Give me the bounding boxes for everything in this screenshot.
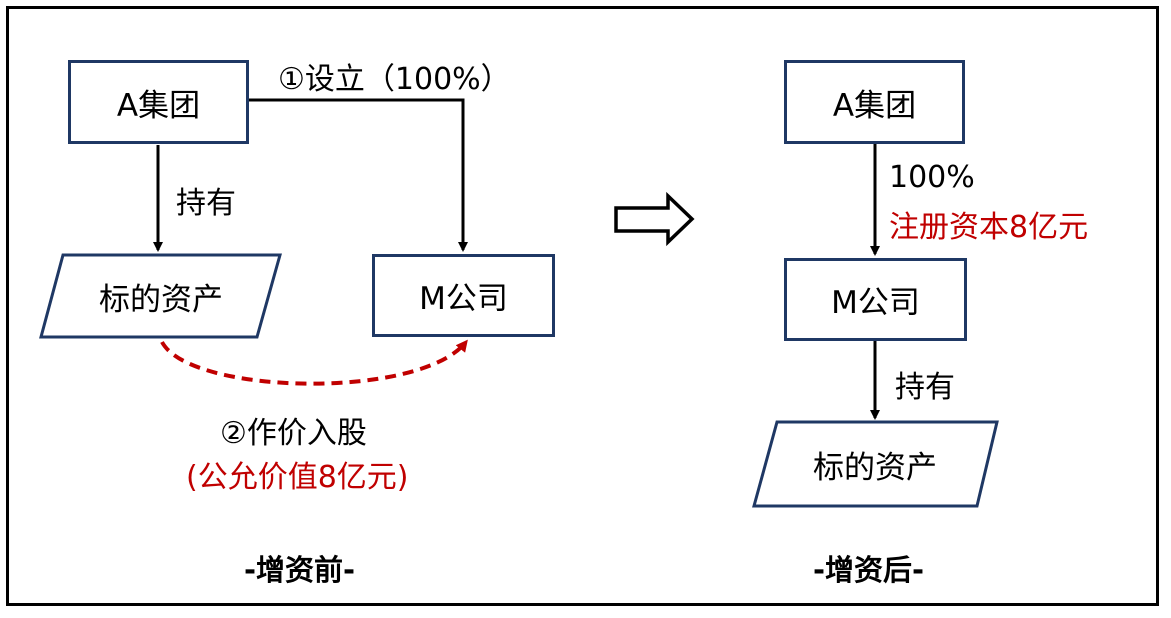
ownership-label-after: 100% bbox=[889, 160, 975, 195]
asset-box-after-label: 标的资产 bbox=[813, 449, 937, 486]
contribution-dashed-arrow bbox=[160, 339, 468, 386]
capital-label-after: 注册资本8亿元 bbox=[889, 210, 1089, 245]
asset-shape-after bbox=[752, 420, 999, 508]
establish-label: ①设立（100%） bbox=[278, 62, 511, 97]
caption-after: -增资后- bbox=[813, 553, 925, 587]
group-box-before: A集团 bbox=[68, 60, 249, 144]
caption-before: -增资前- bbox=[244, 553, 356, 587]
asset-shape-before bbox=[39, 253, 282, 339]
hollow-right-arrow-icon bbox=[614, 191, 695, 247]
company-box-after: M公司 bbox=[784, 258, 967, 341]
asset-box-after: 标的资产 bbox=[760, 423, 990, 505]
hold-label-after: 持有 bbox=[895, 370, 955, 405]
asset-box-before-label: 标的资产 bbox=[99, 281, 223, 318]
contribution-value-label: (公允价值8亿元) bbox=[186, 460, 409, 495]
establish-arrow bbox=[248, 98, 468, 252]
hold-label-before: 持有 bbox=[176, 186, 236, 221]
company-box-before-label: M公司 bbox=[419, 281, 508, 317]
diagram-frame bbox=[6, 6, 1159, 606]
contribution-label: ②作价入股 bbox=[220, 416, 367, 451]
group-box-before-label: A集团 bbox=[116, 87, 201, 124]
company-box-after-label: M公司 bbox=[831, 285, 920, 321]
group-box-after-label: A集团 bbox=[832, 87, 917, 124]
group-box-after: A集团 bbox=[784, 60, 965, 144]
asset-box-before: 标的资产 bbox=[48, 256, 274, 336]
company-box-before: M公司 bbox=[372, 254, 555, 337]
